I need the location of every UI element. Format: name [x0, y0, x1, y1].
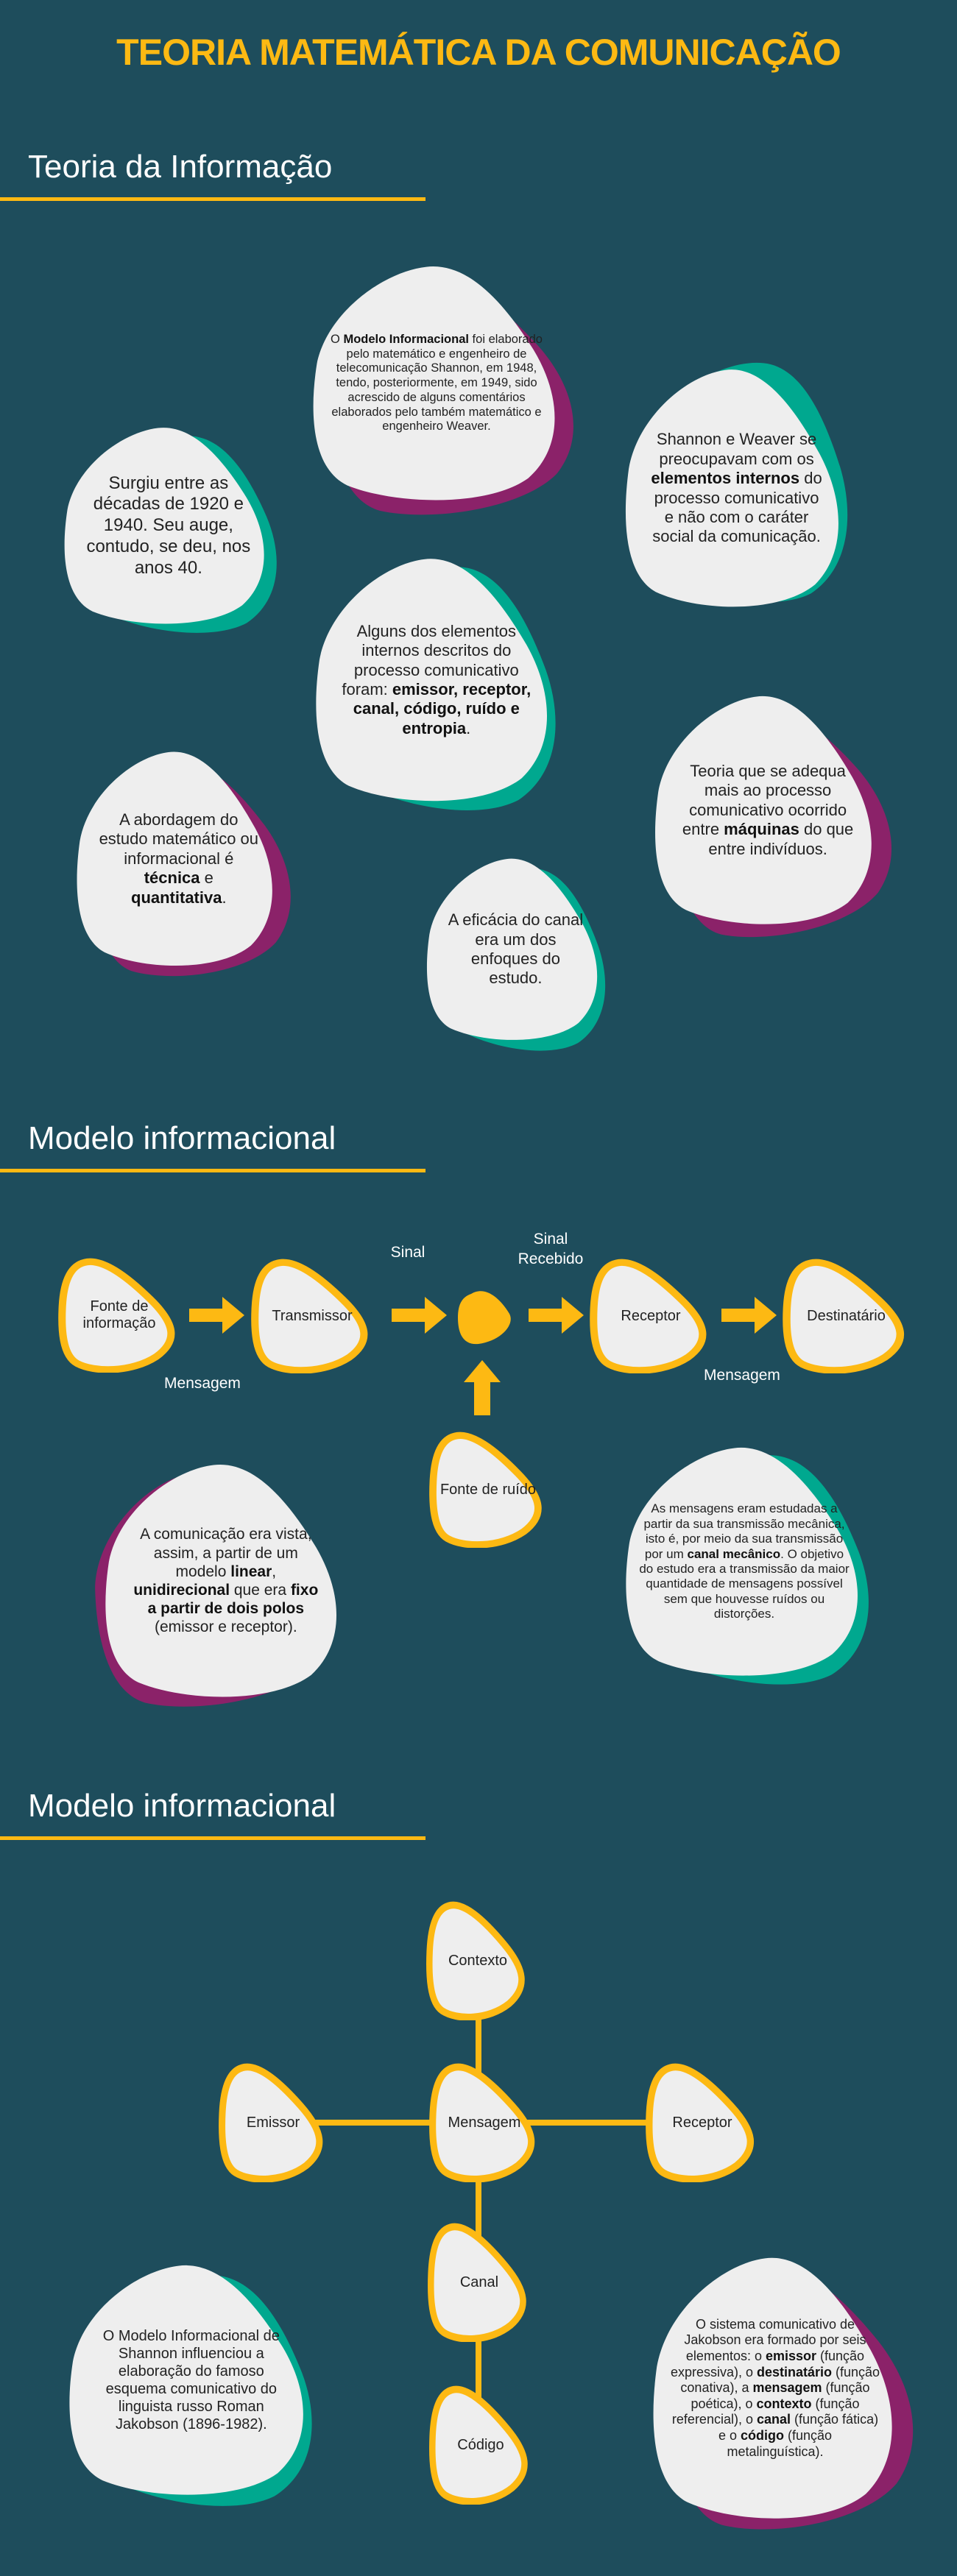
bold-text: técnica [144, 868, 200, 888]
section-underline [0, 1169, 425, 1172]
label-message-left: Mensagem [164, 1375, 241, 1392]
text-segment: A abordagem do estudo matemático ou info… [99, 810, 259, 868]
page-title: TEORIA MATEMÁTICA DA COMUNICAÇÃO [116, 32, 841, 73]
text-segment: Shannon e Weaver se preocupavam com os [656, 430, 817, 468]
bold-text: emissor, receptor, canal, código, ruído … [353, 680, 532, 737]
text-segment: (função expressiva), o [670, 2349, 865, 2379]
text-segment: que era [230, 1582, 291, 1599]
bold-text: Modelo Informacional [343, 332, 469, 346]
arrow-right-icon [721, 1297, 777, 1334]
text-segment: . [222, 888, 227, 907]
text-segment: Teoria que se adequa mais ao processo co… [682, 762, 847, 839]
card-surgiu: Surgiu entre as décadas de 1920 e 1940. … [61, 422, 294, 645]
text-segment: As mensagens eram estudadas a partir da … [643, 1501, 845, 1561]
text-segment: . O objetivo do estudo era a transmissão… [639, 1546, 850, 1621]
arrow-right-icon [189, 1297, 244, 1334]
bold-text: fixo a partir de dois polos [147, 1582, 319, 1618]
card-text: O Modelo Informacional de Shannon influe… [95, 2261, 287, 2499]
section-underline [0, 197, 425, 201]
text-segment: e [199, 868, 213, 888]
flow-arrows [189, 1291, 777, 1415]
bold-text: contexto [756, 2396, 812, 2411]
section-underline [0, 1836, 425, 1840]
card-mensagens: As mensagens eram estudadas a partir da … [622, 1436, 894, 1700]
text-segment: (função metalinguística). [727, 2427, 833, 2459]
text-segment: Alguns dos elementos internos descritos … [342, 621, 519, 698]
card-alguns-elementos: Alguns dos elementos internos descritos … [312, 547, 581, 827]
text-segment: A eficácia do canal era um dos enfoques … [448, 910, 584, 988]
text-segment: Surgiu entre as décadas de 1920 e 1940. … [86, 473, 251, 578]
signal-junction-icon [458, 1291, 511, 1345]
section-heading-modelo-informacional: Modelo informacional [28, 1120, 336, 1156]
text-segment: (função conativa), a [680, 2364, 880, 2396]
bold-text: mensagem [752, 2380, 822, 2396]
label-signal: Sinal [390, 1244, 425, 1261]
arrow-right-icon [392, 1297, 447, 1334]
bold-text: elementos internos [651, 469, 800, 488]
flow-node-source: Fonte de informação [57, 1258, 181, 1373]
card-text: As mensagens eram estudadas a partir da … [637, 1443, 852, 1680]
card-eficacia: A eficácia do canal era um dos enfoques … [424, 853, 624, 1064]
label-message-right: Mensagem [704, 1367, 780, 1384]
bold-text: quantitativa [131, 888, 222, 907]
jakobson-node-channel: Canal [427, 2223, 532, 2342]
text-segment: foi elaborado pelo matemático e engenhei… [331, 332, 543, 434]
card-text: Teoria que se adequa mais ao processo co… [679, 692, 857, 929]
text-segment: O [331, 332, 344, 346]
text-segment: A comunicação era vista, assim, a partir… [140, 1526, 312, 1580]
bold-text: unidirecional [133, 1582, 230, 1599]
card-sistema-jakobson: O sistema comunicativo de Jakobson era f… [649, 2246, 927, 2547]
text-segment: (função poética), o [691, 2380, 870, 2411]
text-segment: O Modelo Informacional de Shannon influe… [102, 2328, 280, 2432]
jakobson-node-receiver: Receptor [645, 2063, 760, 2182]
connector-vertical [476, 1961, 481, 2445]
card-abordagem: A abordagem do estudo matemático ou info… [74, 747, 300, 989]
text-segment: , [272, 1563, 277, 1580]
bold-text: emissor [765, 2349, 817, 2364]
card-text: Shannon e Weaver se preocupavam com os e… [649, 365, 824, 612]
text-segment: (função referencial), o [671, 2396, 860, 2427]
text-segment: do processo comunicativo e não com o car… [652, 469, 822, 546]
text-segment: do que entre indivíduos. [708, 820, 854, 858]
card-text: A abordagem do estudo matemático ou info… [99, 748, 259, 970]
label-received-signal: Sinal Recebido [518, 1231, 584, 1268]
jakobson-node-sender: Emissor [218, 2063, 328, 2182]
card-modelo-informacional: O Modelo Informacional foi elaborado pel… [306, 261, 587, 531]
arrow-up-icon [464, 1360, 501, 1415]
card-text: O sistema comunicativo de Jakobson era f… [669, 2253, 880, 2524]
text-segment: (função fática) e o [718, 2412, 879, 2443]
flow-node-receiver: Receptor [589, 1259, 713, 1373]
text-segment: O sistema comunicativo de Jakobson era f… [684, 2316, 866, 2364]
section-heading-modelo-jakobson: Modelo informacional [28, 1788, 336, 1824]
text-segment: (emissor e receptor). [154, 1618, 297, 1636]
section-heading-teoria-informacao: Teoria da Informação [28, 149, 333, 185]
arrow-right-icon [529, 1297, 584, 1334]
card-text: A comunicação era vista, assim, a partir… [131, 1460, 321, 1702]
bold-text: destinatário [756, 2364, 833, 2379]
jakobson-node-context: Contexto [425, 1901, 530, 2020]
bold-text: código [740, 2427, 784, 2443]
card-shannon-weaver: Shannon e Weaver se preocupavam com os e… [621, 339, 875, 621]
bold-text: máquinas [724, 820, 799, 839]
text-segment: . [466, 718, 471, 737]
card-text: A eficácia do canal era um dos enfoques … [445, 855, 585, 1044]
flow-node-noise: Fonte de ruído [428, 1432, 548, 1548]
jakobson-node-message: Mensagem [428, 2063, 540, 2182]
card-text: O Modelo Informacional foi elaborado pel… [330, 262, 544, 505]
bold-text: canal [756, 2412, 791, 2427]
card-teoria-maquinas: Teoria que se adequa mais ao processo co… [648, 685, 906, 955]
card-comunicacao-linear: A comunicação era vista, assim, a partir… [74, 1454, 345, 1723]
bold-text: canal mecânico [687, 1546, 781, 1561]
bold-text: linear [230, 1563, 272, 1580]
jakobson-node-code: Código [428, 2385, 533, 2505]
flow-node-transmitter: Transmissor [250, 1259, 374, 1373]
card-text: Alguns dos elementos internos descritos … [342, 554, 532, 806]
card-text: Surgiu entre as décadas de 1920 e 1940. … [86, 424, 250, 628]
card-influenciou: O Modelo Informacional de Shannon influe… [66, 2257, 337, 2522]
flow-node-destination: Destinatário [782, 1259, 911, 1373]
